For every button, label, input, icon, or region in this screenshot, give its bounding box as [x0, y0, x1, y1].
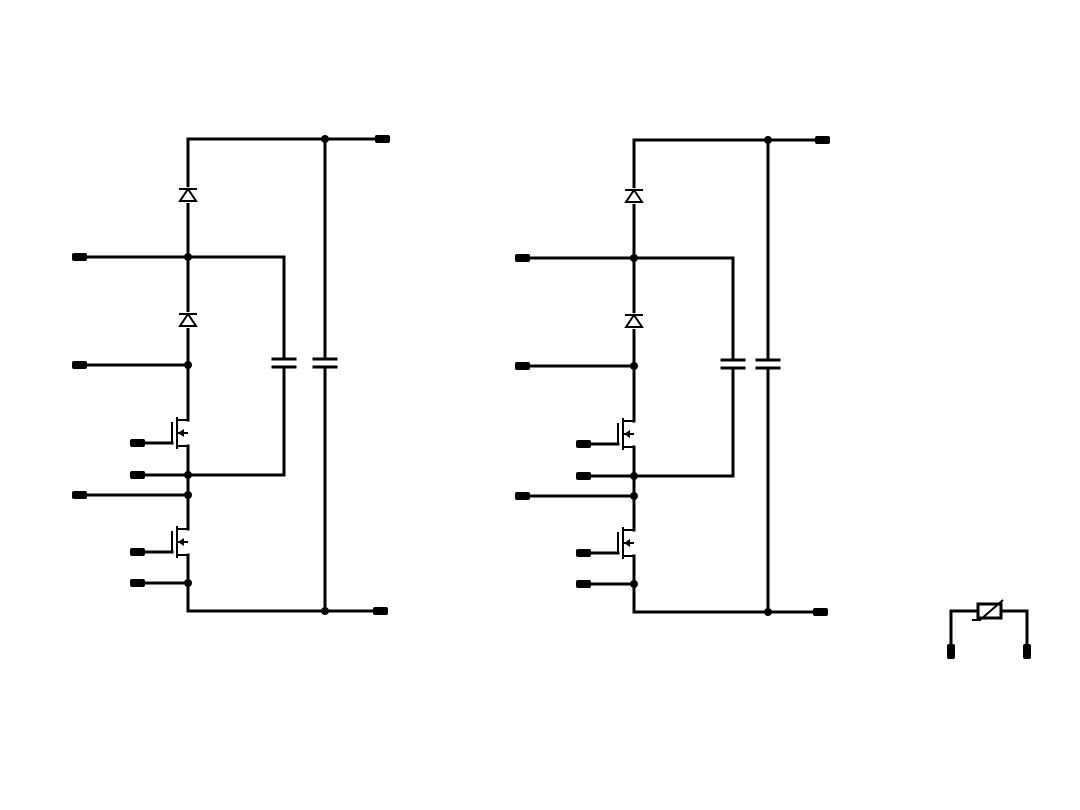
terminal-pin-dc-negative [373, 607, 388, 615]
junction-node [184, 471, 192, 479]
terminal-pin-midpoint [515, 492, 530, 500]
terminal-pin-ac-2 [515, 362, 530, 370]
diode-symbol [624, 313, 644, 329]
mosfet-symbol [138, 521, 192, 563]
terminal-pin-midpoint [72, 491, 87, 499]
diode-symbol [178, 312, 198, 328]
terminal-pin-t1 [947, 644, 955, 659]
ntc-thermistor [947, 599, 1031, 659]
capacitor-symbol [312, 357, 338, 369]
power-module-1 [72, 135, 390, 615]
junction-node [321, 135, 329, 143]
terminal-pin-source-upper [130, 471, 145, 479]
terminal-pin-dc-positive [815, 136, 830, 144]
junction-node [184, 253, 192, 261]
terminal-pin-gate-upper [576, 440, 591, 448]
junction-node [630, 362, 638, 370]
terminal-pin-gate-lower [576, 549, 591, 557]
junction-node [630, 254, 638, 262]
diode-symbol [178, 187, 198, 203]
junction-node [630, 472, 638, 480]
terminal-pin-ac-1 [515, 254, 530, 262]
junction-node [321, 607, 329, 615]
thermistor-body [976, 602, 1003, 620]
junction-node [184, 361, 192, 369]
junction-node [630, 580, 638, 588]
junction-node [764, 608, 772, 616]
junction-node [764, 136, 772, 144]
terminal-pin-dc-negative [813, 608, 828, 616]
capacitor-symbol [720, 358, 746, 370]
terminal-pin-ac-1 [72, 253, 87, 261]
terminal-pin-t2 [1023, 644, 1031, 659]
terminal-pin-gate-lower [130, 548, 145, 556]
mosfet-symbol [138, 412, 192, 454]
terminal-pin-source-lower [130, 579, 145, 587]
mosfet-symbol [584, 522, 638, 564]
junction-node [184, 491, 192, 499]
terminal-pin-ac-2 [72, 361, 87, 369]
junction-node [184, 579, 192, 587]
diode-symbol [624, 188, 644, 204]
power-module-2 [515, 136, 830, 616]
terminal-pin-dc-positive [375, 135, 390, 143]
capacitor-symbol [755, 358, 781, 370]
thermistor-slash [972, 599, 1004, 621]
mosfet-symbol [584, 413, 638, 455]
terminal-pin-source-lower [576, 580, 591, 588]
capacitor-symbol [271, 357, 297, 369]
terminal-pin-gate-upper [130, 439, 145, 447]
terminal-pin-source-upper [576, 472, 591, 480]
junction-node [630, 492, 638, 500]
